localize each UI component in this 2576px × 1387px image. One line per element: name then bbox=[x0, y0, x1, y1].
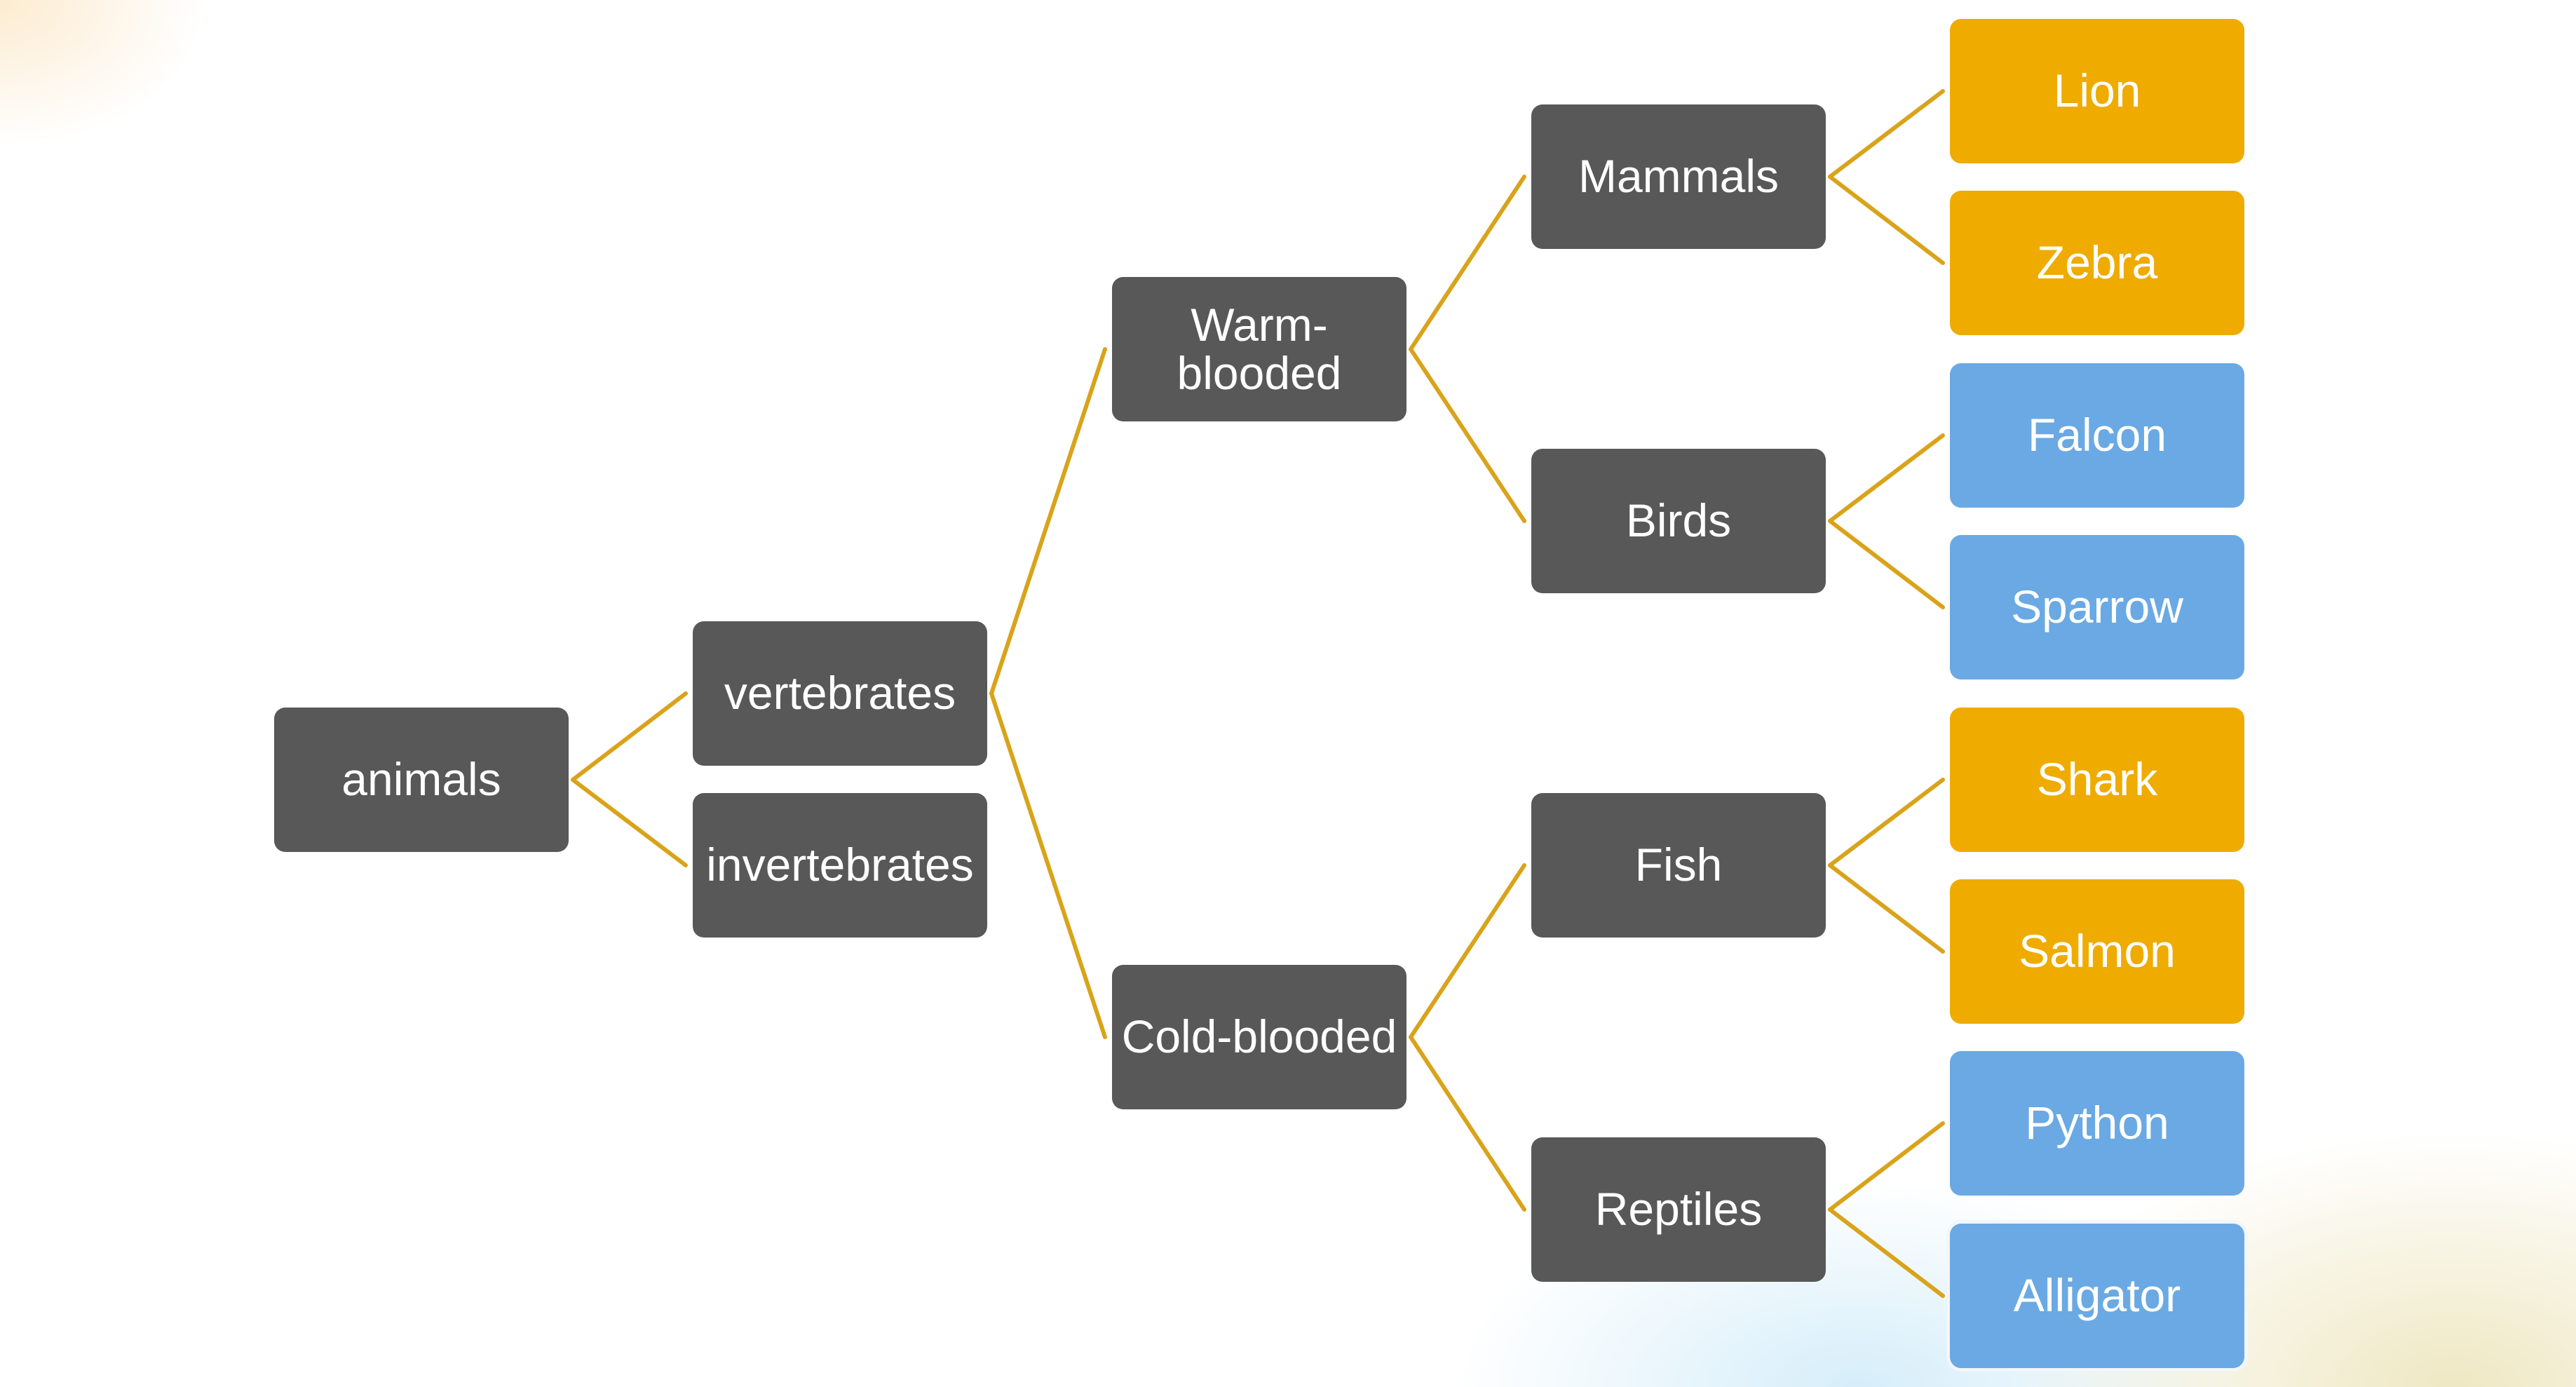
node-label: Birds bbox=[1625, 494, 1732, 547]
node-sparrow: Sparrow bbox=[1950, 535, 2244, 679]
node-label: Mammals bbox=[1578, 150, 1779, 203]
connector-vertebrates-warm-blooded bbox=[989, 347, 1107, 696]
node-label: invertebrates bbox=[706, 839, 974, 891]
connector-vertebrates-cold-blooded bbox=[989, 691, 1107, 1039]
node-label: Cold-blooded bbox=[1121, 1010, 1397, 1063]
connector-cold-blooded-fish bbox=[1409, 863, 1526, 1039]
connector-warm-blooded-mammals bbox=[1409, 175, 1526, 351]
node-label: Fish bbox=[1634, 839, 1723, 891]
connector-mammals-lion bbox=[1828, 89, 1945, 179]
node-invertebrates: invertebrates bbox=[693, 793, 987, 938]
node-label: Alligator bbox=[2013, 1269, 2181, 1322]
connector-mammals-zebra bbox=[1828, 175, 1945, 265]
node-label: Falcon bbox=[2027, 409, 2167, 461]
node-mammals: Mammals bbox=[1531, 104, 1826, 249]
node-label: Python bbox=[2025, 1097, 2169, 1149]
node-alligator: Alligator bbox=[1950, 1224, 2244, 1368]
node-label: animals bbox=[341, 753, 501, 806]
node-label: Salmon bbox=[2019, 925, 2176, 977]
node-label: Reptiles bbox=[1594, 1183, 1763, 1236]
connector-reptiles-python bbox=[1828, 1121, 1945, 1212]
node-label: Sparrow bbox=[2011, 581, 2183, 633]
connector-fish-salmon bbox=[1828, 863, 1945, 954]
node-python: Python bbox=[1950, 1051, 2244, 1196]
node-cold-blooded: Cold-blooded bbox=[1112, 965, 1406, 1109]
node-fish: Fish bbox=[1531, 793, 1826, 938]
node-reptiles: Reptiles bbox=[1531, 1137, 1826, 1282]
connector-cold-blooded-reptiles bbox=[1409, 1035, 1526, 1212]
connector-animals-invertebrates bbox=[571, 778, 688, 867]
connector-birds-falcon bbox=[1828, 433, 1945, 523]
node-label: Shark bbox=[2036, 753, 2158, 806]
connector-reptiles-alligator bbox=[1828, 1207, 1945, 1298]
connector-fish-shark bbox=[1828, 778, 1945, 867]
node-falcon: Falcon bbox=[1950, 363, 2244, 508]
node-vertebrates: vertebrates bbox=[693, 621, 987, 766]
node-salmon: Salmon bbox=[1950, 879, 2244, 1024]
node-animals: animals bbox=[274, 708, 569, 852]
node-label: vertebrates bbox=[724, 667, 956, 719]
node-lion: Lion bbox=[1950, 19, 2244, 163]
node-warm-blooded: Warm- blooded bbox=[1112, 277, 1406, 421]
node-shark: Shark bbox=[1950, 708, 2244, 852]
node-label: Lion bbox=[2053, 65, 2141, 117]
connector-birds-sparrow bbox=[1828, 519, 1945, 609]
connector-warm-blooded-birds bbox=[1409, 347, 1526, 523]
node-label: Zebra bbox=[2036, 236, 2158, 289]
connector-animals-vertebrates bbox=[571, 691, 688, 782]
node-zebra: Zebra bbox=[1950, 191, 2244, 335]
node-label: Warm- blooded bbox=[1177, 298, 1342, 399]
node-birds: Birds bbox=[1531, 449, 1826, 593]
